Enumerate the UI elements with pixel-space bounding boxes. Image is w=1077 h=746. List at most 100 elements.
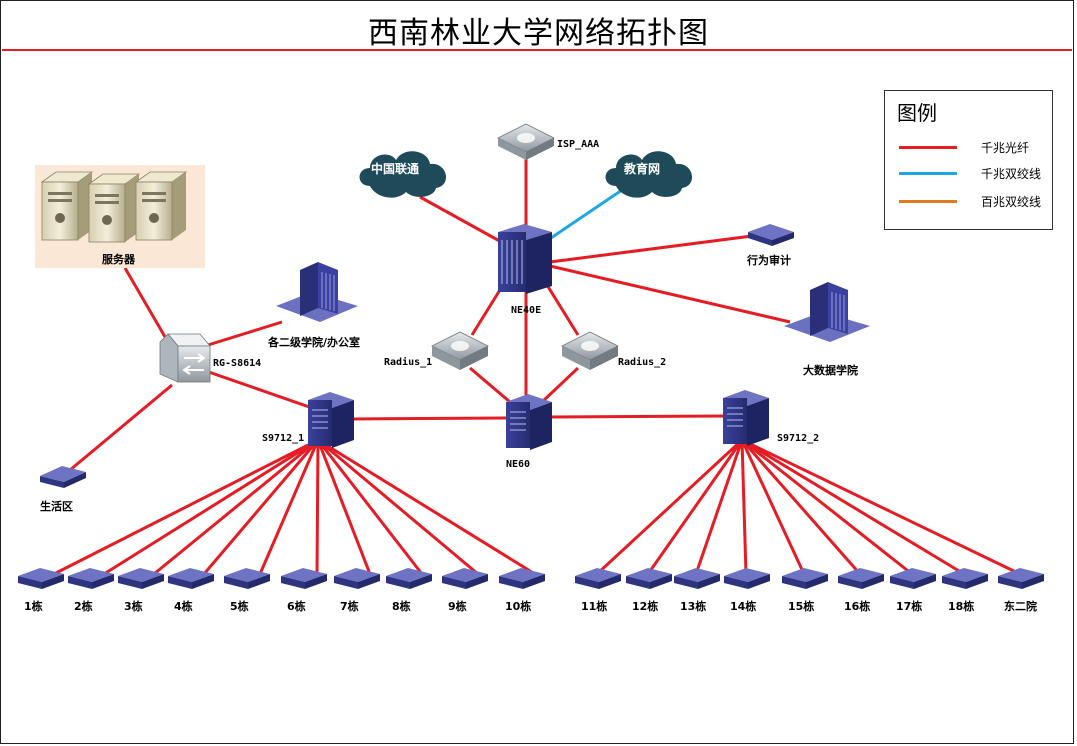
s9712-1-label: S9712_1 bbox=[262, 433, 304, 444]
building-switches: 1栋 2栋 3栋 4栋 5栋 6栋 7栋 8栋 9栋 10栋 11栋 12栋 13栋 14栋 15栋 16栋 1… bbox=[18, 568, 1044, 613]
link-rg-colleges bbox=[207, 320, 283, 347]
link-ne40e-radius2 bbox=[545, 284, 580, 336]
behavior-audit-device-icon bbox=[748, 224, 794, 246]
building-label: 15栋 bbox=[788, 599, 814, 613]
link-building bbox=[53, 438, 319, 576]
link-building bbox=[317, 438, 479, 576]
china-unicom-label: 中国联通 bbox=[371, 161, 419, 176]
link-building bbox=[595, 438, 744, 576]
link-ne60-s9712-2 bbox=[550, 414, 725, 419]
link-radius2-ne60 bbox=[540, 366, 580, 404]
building-switch-icon bbox=[890, 568, 936, 589]
building-label: 17栋 bbox=[896, 599, 922, 613]
s9712-1-switch-icon bbox=[308, 392, 354, 448]
building-label: 13栋 bbox=[680, 599, 706, 613]
ne60-router-icon bbox=[506, 394, 552, 450]
server-icon bbox=[40, 171, 94, 241]
link-building bbox=[740, 439, 806, 575]
building-switch-icon bbox=[998, 568, 1044, 589]
legend-item-fast-twisted: 百兆双绞线 bbox=[899, 191, 1049, 211]
link-building bbox=[258, 439, 320, 575]
link-building bbox=[316, 439, 424, 575]
page-title: 西南林业大学网络拓扑图 bbox=[368, 16, 709, 51]
radius-1-label: Radius_1 bbox=[384, 356, 432, 368]
building-label: 1栋 bbox=[24, 599, 43, 613]
link-building bbox=[740, 439, 748, 575]
building-label: 东二院 bbox=[1004, 599, 1037, 613]
link-building bbox=[741, 438, 1021, 576]
behavior-audit-label: 行为审计 bbox=[746, 253, 791, 267]
link-ne40e-bigdata bbox=[549, 264, 791, 324]
building-label: 16栋 bbox=[844, 599, 870, 613]
rg-s8614-switch bbox=[159, 333, 211, 383]
building-switch-icon bbox=[442, 568, 488, 589]
building-switch-icon bbox=[224, 568, 270, 589]
building-switch-icon bbox=[838, 568, 884, 589]
building-switch-icon bbox=[782, 568, 828, 589]
building-switch-icon bbox=[18, 568, 64, 589]
link-unicom-ne40e bbox=[419, 195, 506, 246]
building-switch-icon bbox=[499, 568, 545, 589]
link-building bbox=[315, 439, 320, 575]
server-icon bbox=[87, 173, 141, 243]
building-label: 7栋 bbox=[340, 599, 359, 613]
radius-2-label: Radius_2 bbox=[618, 356, 666, 368]
building-switch-icon bbox=[724, 568, 770, 589]
link-building bbox=[103, 438, 319, 576]
legend-label-fiber: 千兆光纤 bbox=[981, 141, 1030, 155]
building-label: 14栋 bbox=[730, 599, 756, 613]
building-label: 11栋 bbox=[581, 599, 607, 613]
isp-aaa-label: ISP_AAA bbox=[557, 139, 599, 150]
link-rg-s9712-1 bbox=[202, 368, 319, 412]
link-building bbox=[646, 439, 744, 575]
building-label: 8栋 bbox=[392, 599, 411, 613]
legend-item-fiber: 千兆光纤 bbox=[899, 137, 1049, 157]
s9712-2-switch-icon bbox=[723, 390, 769, 446]
building-switch-icon bbox=[942, 568, 988, 589]
building-switch-icon bbox=[334, 568, 380, 589]
link-building bbox=[694, 439, 744, 575]
legend-label-fast-twisted: 百兆双绞线 bbox=[981, 195, 1042, 209]
building-label: 9栋 bbox=[448, 599, 467, 613]
big-data-building-icon bbox=[784, 282, 870, 342]
legend-item-gigabit-twisted: 千兆双绞线 bbox=[899, 163, 1049, 183]
link-building bbox=[741, 438, 965, 576]
switch-arrows-icon bbox=[182, 353, 206, 375]
building-label: 6栋 bbox=[287, 599, 306, 613]
link-building bbox=[202, 439, 320, 575]
building-label: 4栋 bbox=[174, 599, 193, 613]
education-network-label: 教育网 bbox=[623, 161, 660, 176]
living-area-label: 生活区 bbox=[40, 499, 73, 513]
ne40e-router-icon bbox=[498, 224, 552, 294]
colleges-label: 各二级学院/办公室 bbox=[267, 335, 360, 349]
building-label: 3栋 bbox=[124, 599, 143, 613]
building-switch-icon bbox=[386, 568, 432, 589]
office-building-icon bbox=[276, 262, 358, 322]
big-data-label: 大数据学院 bbox=[803, 363, 858, 377]
title-underline bbox=[2, 49, 1072, 51]
building-label: 2栋 bbox=[74, 599, 93, 613]
link-ne40e-audit bbox=[549, 234, 753, 264]
radius-1-server-icon bbox=[431, 331, 489, 370]
legend-box: 图例 千兆光纤 千兆双绞线 百兆双绞线 bbox=[884, 90, 1053, 230]
building-label: 10栋 bbox=[505, 599, 531, 613]
education-network-cloud-icon bbox=[605, 151, 693, 198]
link-servers-rg bbox=[123, 267, 170, 343]
building-label: 12栋 bbox=[632, 599, 658, 613]
link-building bbox=[317, 438, 536, 576]
s9712-2-label: S9712_2 bbox=[777, 433, 819, 444]
building-label: 5栋 bbox=[230, 599, 249, 613]
network-links bbox=[69, 158, 791, 472]
link-edu-ne40e bbox=[547, 188, 623, 242]
link-ne40e-radius1 bbox=[470, 284, 505, 336]
isp-aaa-server-icon bbox=[497, 123, 555, 160]
link-radius1-ne60 bbox=[469, 366, 511, 404]
legend-label-gigabit-twisted: 千兆双绞线 bbox=[981, 167, 1042, 181]
building-switch-icon bbox=[674, 568, 720, 589]
link-s9712-1-ne60 bbox=[351, 416, 507, 421]
building-switch-icon bbox=[168, 568, 214, 589]
ne40e-label: NE40E bbox=[511, 305, 541, 316]
building-switch-icon bbox=[118, 568, 164, 589]
